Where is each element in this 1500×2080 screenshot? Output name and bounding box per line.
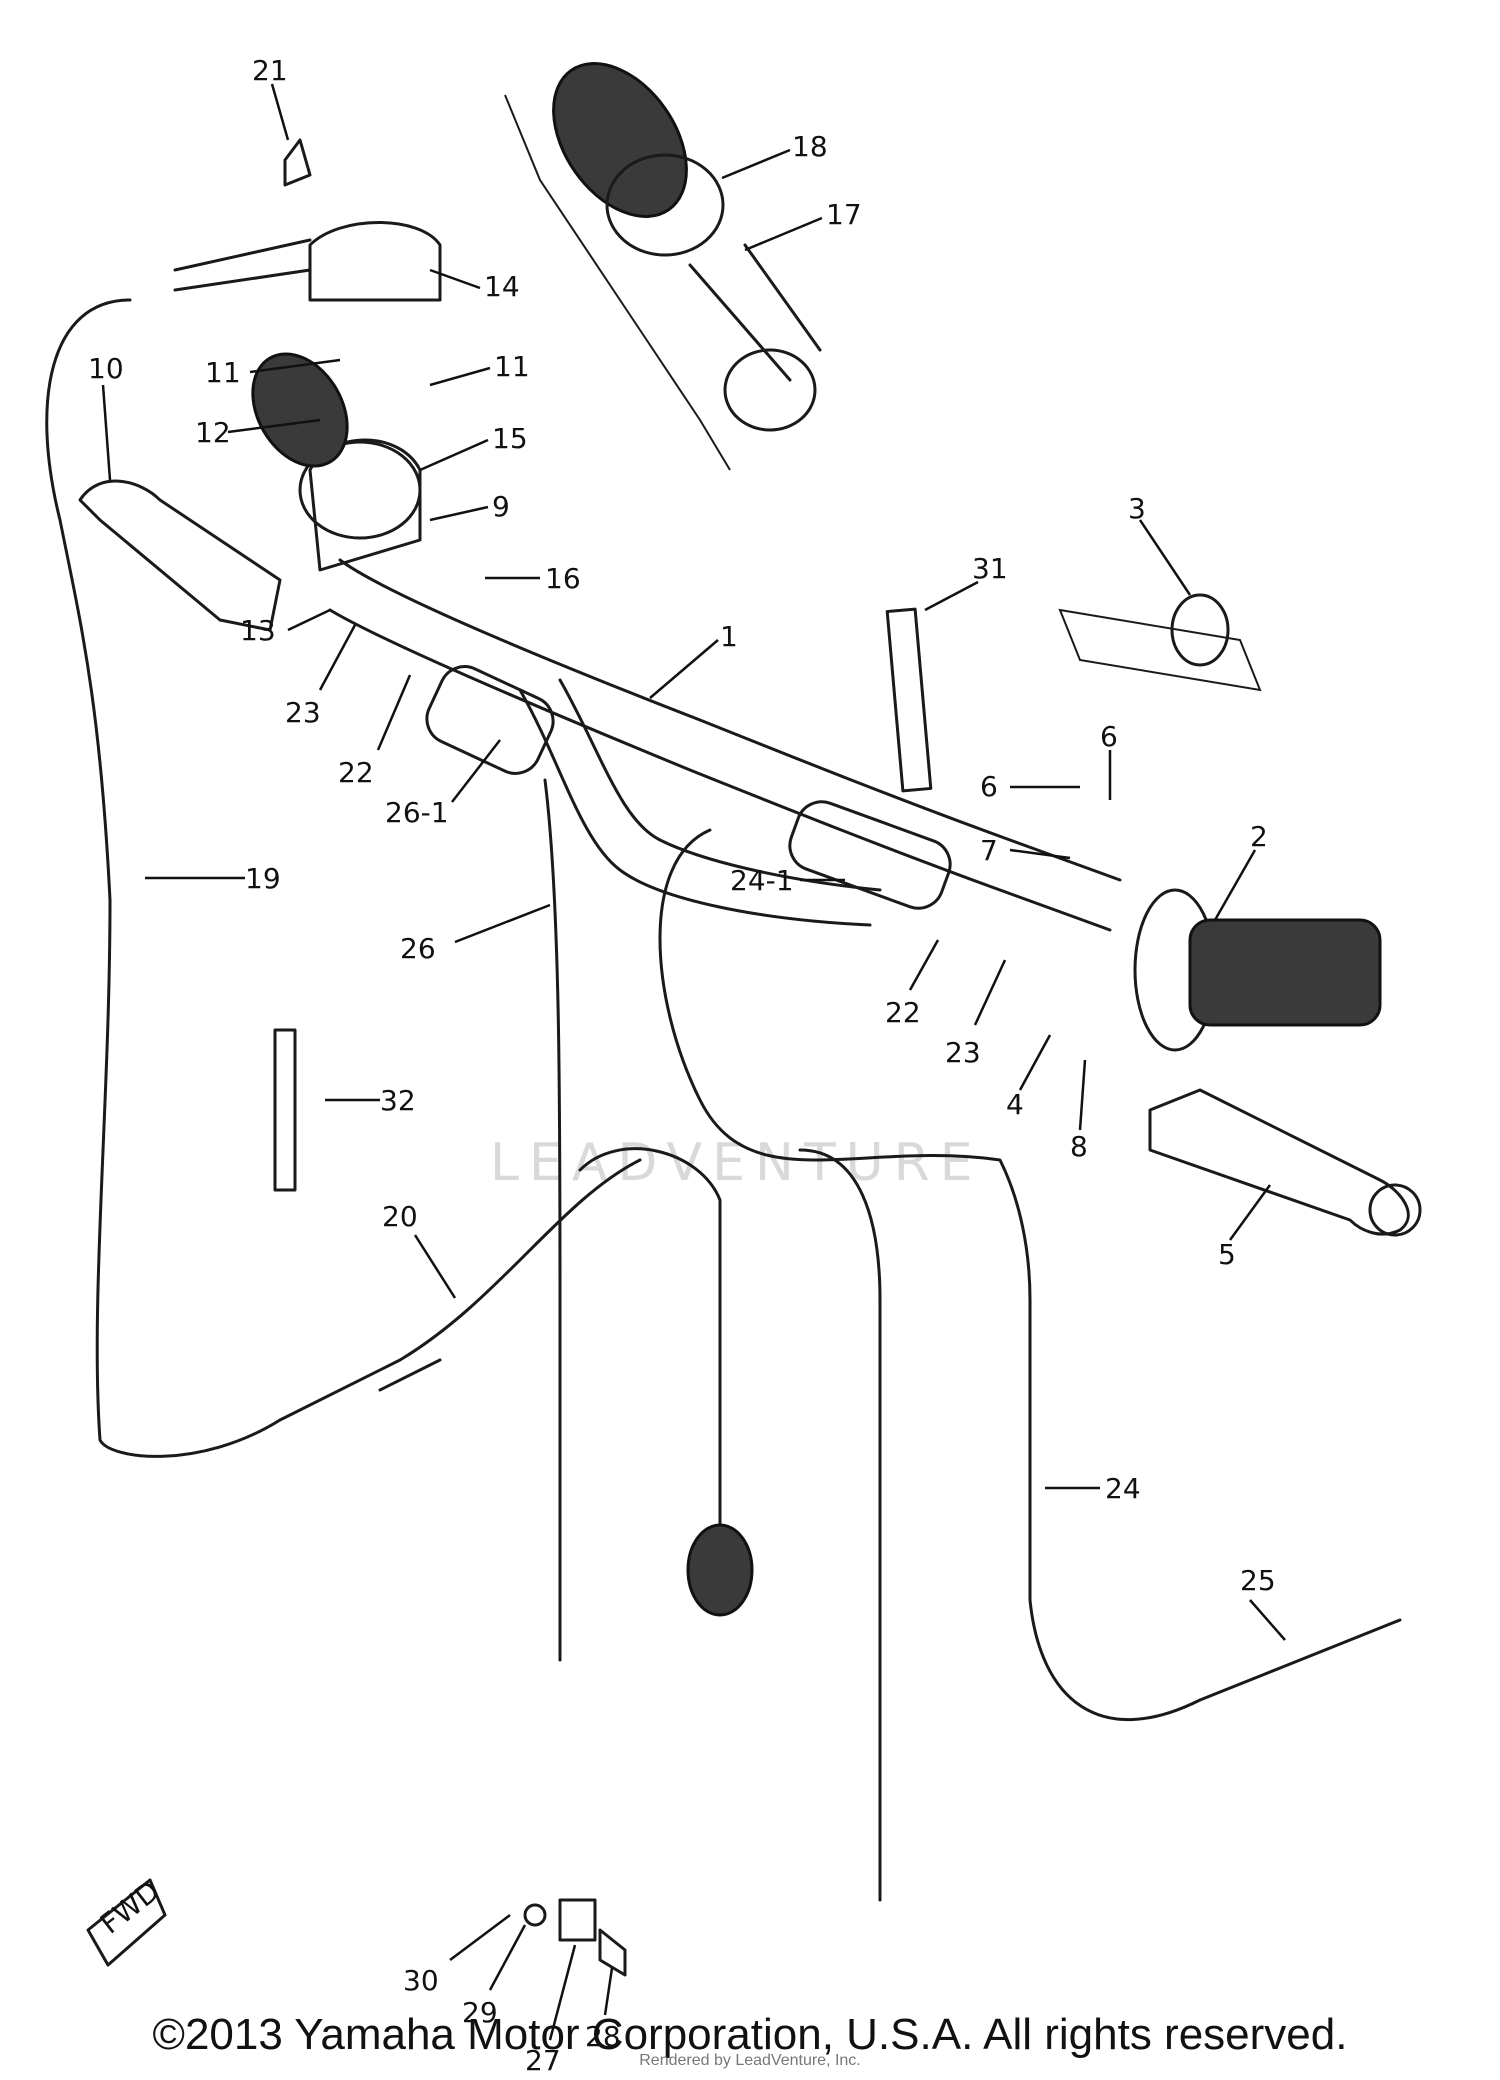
callout-7: 7	[980, 834, 998, 867]
render-credit: Rendered by LeadVenture, Inc.	[639, 2052, 861, 2069]
fwd-label: FWD	[94, 1874, 166, 1940]
handlebar	[328, 558, 1122, 932]
callout-29: 29	[462, 1996, 498, 2029]
callout-12: 12	[195, 416, 231, 449]
clip	[283, 138, 312, 187]
callout-11a: 11	[205, 356, 241, 389]
callout-23b: 23	[945, 1036, 981, 1069]
callout-10: 10	[88, 352, 124, 385]
brake-lever	[78, 479, 282, 632]
callout-3: 3	[1128, 492, 1146, 525]
callout-9: 9	[492, 490, 510, 523]
callout-2: 2	[1250, 820, 1268, 853]
callout-labels: 21 18 17 14 11 11 10 12 15 9 16 13 23 22…	[88, 54, 1276, 2077]
callout-30: 30	[403, 1964, 439, 1997]
callout-19: 19	[245, 862, 281, 895]
copyright-text: ©2013 Yamaha Motor Corporation, U.S.A. A…	[152, 2010, 1348, 2059]
callout-6a: 6	[980, 770, 998, 803]
callout-31: 31	[972, 552, 1008, 585]
callout-24-1: 24-1	[730, 864, 794, 897]
callout-14: 14	[484, 270, 520, 303]
throttle-housing	[251, 352, 422, 572]
fwd-arrow: FWD	[86, 1874, 167, 1967]
callout-17: 17	[826, 198, 862, 231]
cables	[45, 298, 1402, 1902]
band-31	[885, 607, 933, 793]
callout-26-1: 26-1	[385, 796, 449, 829]
callout-20: 20	[382, 1200, 418, 1233]
callout-24: 24	[1105, 1472, 1141, 1505]
callout-28: 28	[585, 2020, 621, 2053]
cover-26-1	[425, 665, 555, 775]
callout-23a: 23	[285, 696, 321, 729]
callout-11b: 11	[494, 350, 530, 383]
callout-16: 16	[545, 562, 581, 595]
callout-6b: 6	[1100, 720, 1118, 753]
callout-21: 21	[252, 54, 288, 87]
callout-13: 13	[240, 614, 276, 647]
cover-24-1	[788, 800, 952, 910]
callout-1: 1	[720, 620, 738, 653]
callout-18: 18	[792, 130, 828, 163]
switch	[1058, 593, 1262, 692]
leader-lines	[101, 83, 1286, 2041]
callout-32: 32	[380, 1084, 416, 1117]
watermark: LEADVENTURE	[490, 1133, 983, 1193]
band-32	[273, 1028, 297, 1192]
adjuster-parts	[523, 1898, 627, 1977]
grip-inset	[504, 62, 822, 471]
callout-5: 5	[1218, 1238, 1236, 1271]
callout-27: 27	[525, 2044, 561, 2077]
callout-26: 26	[400, 932, 436, 965]
callout-25: 25	[1240, 1564, 1276, 1597]
callout-15: 15	[492, 422, 528, 455]
left-grip	[1133, 888, 1382, 1052]
callout-22b: 22	[885, 996, 921, 1029]
callout-22a: 22	[338, 756, 374, 789]
cable-cover	[173, 221, 442, 302]
callout-4: 4	[1006, 1088, 1024, 1121]
callout-8: 8	[1070, 1130, 1088, 1163]
